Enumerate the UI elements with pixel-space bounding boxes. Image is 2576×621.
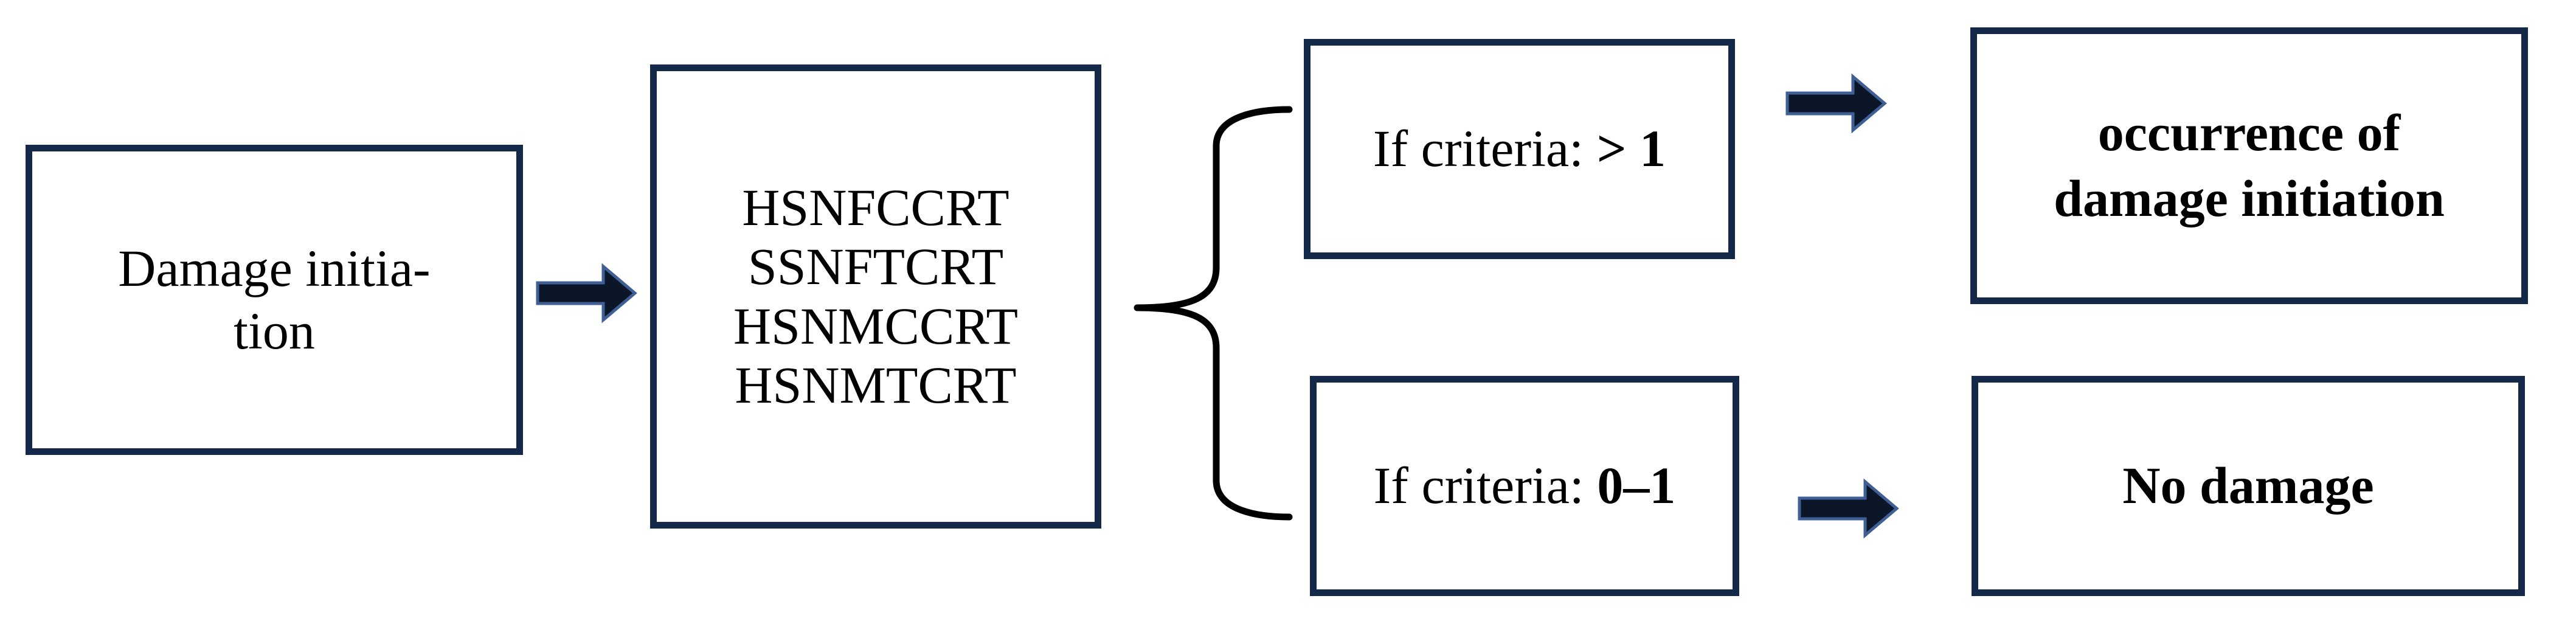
criteria-list: HSNFCCRT SSNFTCRT HSNMCCRT HSNMTCRT (733, 178, 1018, 415)
damage-occurrence-label: occurrence of damage initiation (2054, 100, 2445, 231)
damage-occurrence-line2: damage initiation (2054, 168, 2445, 227)
damage-initiation-label: Damage initia- tion (94, 237, 454, 363)
criteria-gt1-box: If criteria: > 1 (1304, 39, 1735, 259)
damage-initiation-label-line1: Damage initia- (118, 238, 431, 297)
no-damage-label: No damage (2122, 456, 2374, 515)
criteria-item: SSNFTCRT (747, 237, 1004, 296)
criteria-0to1-box: If criteria: 0–1 (1310, 376, 1739, 596)
damage-initiation-box: Damage initia- tion (26, 145, 523, 455)
criteria-item: HSNMTCRT (735, 355, 1017, 414)
criteria-0to1-label: If criteria: 0–1 (1374, 454, 1676, 517)
criteria-gt1-value: > 1 (1596, 119, 1666, 178)
criteria-gt1-prefix: If criteria: (1373, 119, 1597, 178)
curly-brace-icon (1134, 106, 1293, 521)
damage-occurrence-box: occurrence of damage initiation (1970, 27, 2528, 304)
criteria-list-box: HSNFCCRT SSNFTCRT HSNMCCRT HSNMTCRT (650, 64, 1101, 529)
criteria-0to1-value: 0–1 (1597, 456, 1676, 515)
criteria-0to1-prefix: If criteria: (1373, 456, 1598, 515)
no-damage-box: No damage (1972, 376, 2525, 596)
criteria-item: HSNFCCRT (742, 178, 1009, 237)
criteria-gt1-label: If criteria: > 1 (1373, 117, 1666, 180)
right-arrow-icon (536, 263, 637, 324)
right-arrow-icon (1785, 73, 1887, 134)
criteria-item: HSNMCCRT (733, 296, 1018, 355)
right-arrow-icon (1798, 478, 1899, 539)
damage-initiation-label-line2: tion (234, 302, 315, 360)
damage-occurrence-line1: occurrence of (2097, 103, 2401, 162)
